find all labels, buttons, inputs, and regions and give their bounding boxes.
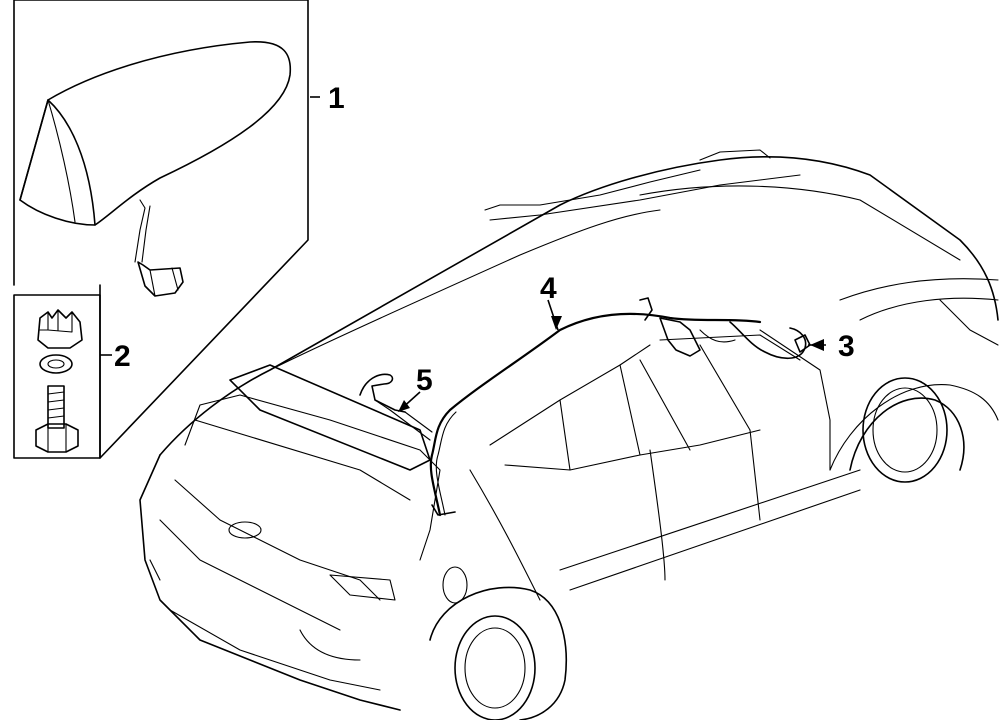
harness-clip bbox=[794, 334, 811, 353]
rear-wheel bbox=[429, 586, 568, 720]
callout-1: 1 bbox=[328, 82, 345, 115]
callout-2: 2 bbox=[114, 340, 131, 373]
callout-4: 4 bbox=[540, 272, 557, 305]
antenna-connector-lead bbox=[359, 373, 433, 441]
callout-arrows bbox=[398, 316, 824, 412]
antenna-cable-harness bbox=[429, 297, 807, 517]
roof-antenna-part bbox=[19, 41, 292, 297]
vehicle-body bbox=[139, 149, 999, 711]
front-wheel bbox=[849, 377, 965, 483]
callout-5: 5 bbox=[416, 364, 433, 397]
antenna-mount-hardware bbox=[35, 309, 83, 453]
callout-leaders bbox=[100, 96, 826, 411]
detail-inset-frame bbox=[13, 0, 309, 459]
callout-3: 3 bbox=[838, 330, 855, 363]
